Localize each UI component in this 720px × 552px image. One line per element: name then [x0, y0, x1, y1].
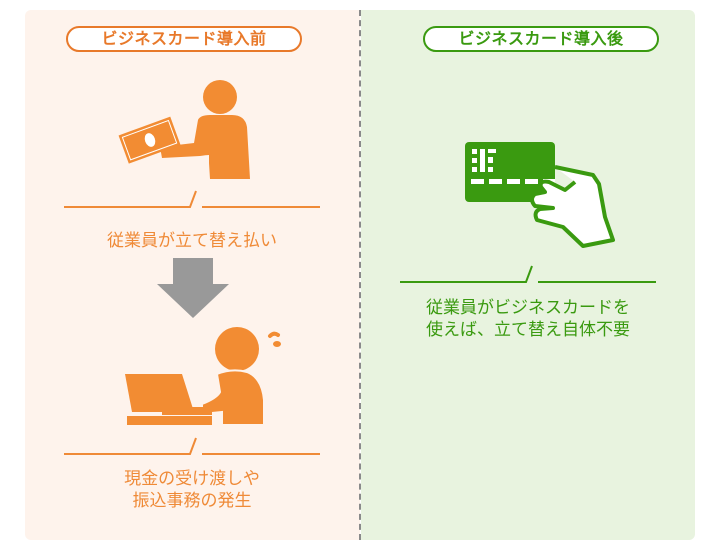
- caption-line: 従業員がビジネスカードを: [426, 298, 630, 318]
- after-caption: 従業員がビジネスカードを 使えば、立て替え自体不要: [390, 297, 666, 341]
- before-title-badge: ビジネスカード導入前: [66, 26, 302, 52]
- after-title-badge: ビジネスカード導入後: [423, 26, 659, 52]
- before-step2-caption: 現金の受け渡しや 振込事務の発生: [62, 468, 322, 512]
- caption-line: 現金の受け渡しや: [124, 469, 260, 489]
- panel-divider: [359, 10, 361, 540]
- callout-line: [64, 437, 320, 455]
- callout-line: [400, 265, 656, 283]
- person-at-laptop-stressed-icon: [125, 327, 281, 426]
- callout-line: [64, 190, 320, 208]
- person-holding-cash-icon: [118, 80, 250, 179]
- caption-line: 使えば、立て替え自体不要: [426, 320, 630, 340]
- caption-line: 振込事務の発生: [132, 491, 252, 511]
- before-step1-caption: 従業員が立て替え払い: [107, 231, 277, 251]
- hand-holding-credit-card-icon: [465, 142, 615, 248]
- arrow-down-icon: [157, 258, 229, 318]
